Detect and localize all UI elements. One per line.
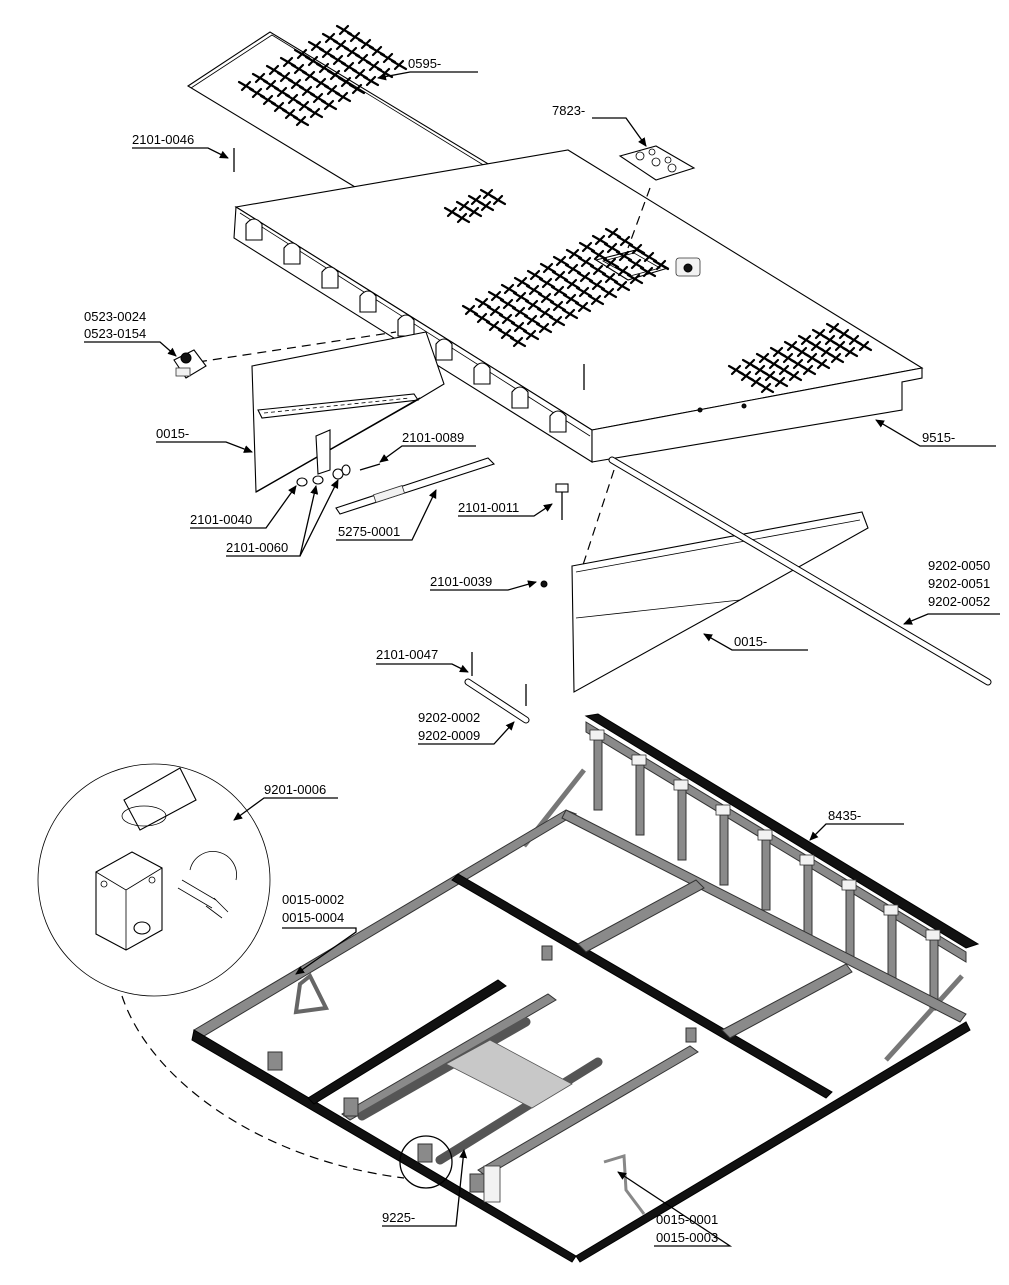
label-0015-0004: 0015-0004 xyxy=(282,910,344,925)
bracket-0015-left xyxy=(197,331,445,493)
hinge-knuckle xyxy=(435,338,453,361)
label-0015-0001: 0015-0001 xyxy=(656,1212,718,1227)
hinge-knuckle xyxy=(283,242,301,265)
rail-post xyxy=(803,864,813,936)
clamp-0523 xyxy=(173,349,207,379)
label-0523-0024: 0523-0024 xyxy=(84,309,146,324)
label-9202-0009: 9202-0009 xyxy=(418,728,480,743)
label-0015-0002: 0015-0002 xyxy=(282,892,344,907)
tread-hole xyxy=(390,59,408,71)
label-8435: 8435- xyxy=(828,808,861,823)
bar-5275-0001 xyxy=(335,457,496,515)
label-5275-0001: 5275-0001 xyxy=(338,524,400,539)
hinge-knuckle xyxy=(245,218,263,241)
label-2101-0040: 2101-0040 xyxy=(190,512,252,527)
label-0015-0003: 0015-0003 xyxy=(656,1230,718,1245)
label-0523-0154: 0523-0154 xyxy=(84,326,146,341)
label-2101-0089: 2101-0089 xyxy=(402,430,464,445)
label-2101-0039: 2101-0039 xyxy=(430,574,492,589)
plate-7823 xyxy=(618,145,696,249)
label-0595: 0595- xyxy=(408,56,441,71)
hinge-knuckle xyxy=(397,314,415,337)
label-2101-0060: 2101-0060 xyxy=(226,540,288,555)
label-9202-0051: 9202-0051 xyxy=(928,576,990,591)
label-2101-0047: 2101-0047 xyxy=(376,647,438,662)
label-9202-0002: 9202-0002 xyxy=(418,710,480,725)
rail-hinge xyxy=(883,904,899,916)
tread-hole xyxy=(362,75,380,87)
hinge-knuckle xyxy=(321,266,339,289)
rail-hinge xyxy=(715,804,731,816)
part-labels: 0595- 7823- 2101-0046 0523-0024 0523-015… xyxy=(84,56,990,1245)
rail-post xyxy=(677,789,687,861)
label-0015-right: 0015- xyxy=(734,634,767,649)
leader-lines xyxy=(84,71,1000,1247)
label-7823: 7823- xyxy=(552,103,585,118)
rail-hinge xyxy=(925,929,941,941)
rail-hinge xyxy=(841,879,857,891)
rail-post xyxy=(761,839,771,911)
hardware-2101 xyxy=(296,463,569,588)
bracket-0015-right xyxy=(571,469,869,693)
rail-post xyxy=(719,814,729,886)
rail-hinge xyxy=(757,829,773,841)
rail-post xyxy=(845,889,855,961)
rail-post xyxy=(635,764,645,836)
rail-hinge xyxy=(799,854,815,866)
label-2101-0046: 2101-0046 xyxy=(132,132,194,147)
label-9201-0006: 9201-0006 xyxy=(264,782,326,797)
hinge-knuckle xyxy=(473,362,491,385)
label-9515: 9515- xyxy=(922,430,955,445)
label-0015-left: 0015- xyxy=(156,426,189,441)
label-9225: 9225- xyxy=(382,1210,415,1225)
label-9202-0052: 9202-0052 xyxy=(928,594,990,609)
rail-hinge xyxy=(673,779,689,791)
rail-hinge xyxy=(589,729,605,741)
rail-post xyxy=(593,739,603,811)
label-2101-0011: 2101-0011 xyxy=(458,500,519,515)
hinge-knuckle xyxy=(359,290,377,313)
rail-hinge xyxy=(631,754,647,766)
frame-assembly xyxy=(191,713,980,1263)
hinge-knuckle xyxy=(511,386,529,409)
rod-9202-0002 xyxy=(464,652,530,724)
detail-view-9201-0006 xyxy=(37,763,271,997)
hinge-knuckle xyxy=(549,410,567,433)
label-9202-0050: 9202-0050 xyxy=(928,558,990,573)
